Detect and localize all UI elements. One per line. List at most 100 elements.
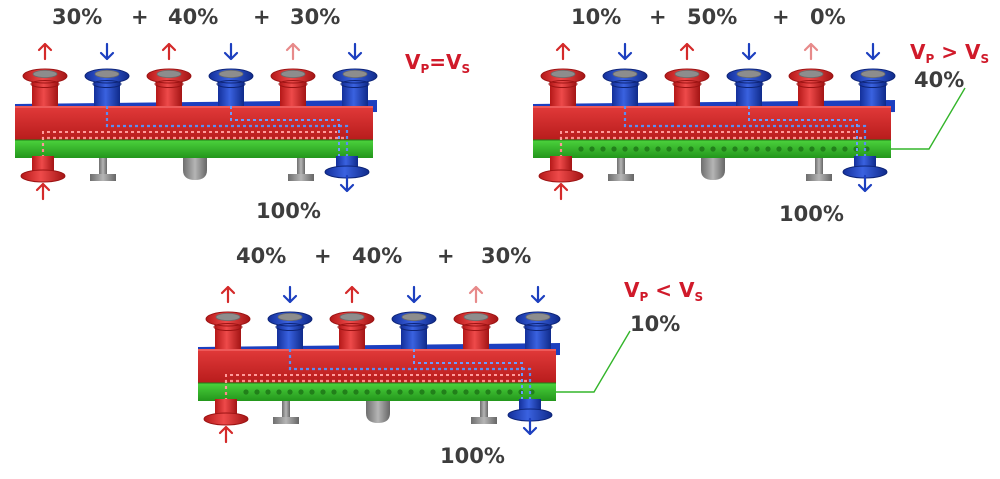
support-foot (608, 174, 634, 181)
support-foot (806, 174, 832, 181)
arrow-down-icon (530, 285, 546, 304)
bypass-flow-dot (787, 146, 793, 152)
bypass-flow-dot (243, 389, 249, 395)
flow-condition-3: VP < VS (624, 278, 704, 304)
flow-condition-2: VP > VS (910, 40, 990, 66)
support-foot (90, 174, 116, 181)
bypass-flow-dot (419, 389, 425, 395)
bypass-flow-dot (331, 389, 337, 395)
flange-gasket-2 (674, 70, 700, 78)
flange-gasket-0 (215, 313, 241, 321)
plus-sign: + (649, 5, 667, 29)
plus-sign: + (437, 244, 455, 268)
bypass-flow-dot (298, 389, 304, 395)
arrow-up-icon (468, 285, 484, 304)
secondary-flow-line (413, 349, 523, 407)
flange-gasket-4 (280, 70, 306, 78)
flange-gasket-1 (94, 70, 120, 78)
pipe-label-3-3: 30% (481, 244, 532, 268)
pipe-label-1-2: 40% (168, 5, 219, 29)
arrow-down-icon (223, 42, 239, 61)
bypass-callout-line (556, 330, 631, 393)
bypass-flow-dot (611, 146, 617, 152)
flange-gasket-1 (612, 70, 638, 78)
flow-condition-1: VP=VS (405, 50, 471, 76)
bypass-flow-dot (353, 389, 359, 395)
bypass-flow-dot (655, 146, 661, 152)
flange-gasket-5 (342, 70, 368, 78)
flange-gasket-2 (339, 313, 365, 321)
pipe-collar-0 (30, 80, 60, 88)
arrow-down-icon (857, 174, 873, 193)
bypass-flow-dot (452, 389, 458, 395)
pipe-label-1-3: 30% (290, 5, 341, 29)
pipe-collar-4 (796, 80, 826, 88)
arrow-up-icon (35, 182, 51, 201)
bypass-flow-dot (820, 146, 826, 152)
arrow-up-icon (344, 285, 360, 304)
support-leg (99, 158, 107, 176)
bypass-flow-dot (276, 389, 282, 395)
bypass-flow-dot (578, 146, 584, 152)
support-foot (288, 174, 314, 181)
pipe-collar-5 (858, 80, 888, 88)
arrow-up-icon (37, 42, 53, 61)
support-foot (471, 417, 497, 424)
drain-valve (183, 158, 207, 180)
arrow-up-icon (218, 425, 234, 444)
bypass-flow-dot (309, 389, 315, 395)
pipe-label-3-1: 40% (236, 244, 287, 268)
bypass-flow-dot (463, 389, 469, 395)
bypass-flow-dot (666, 146, 672, 152)
arrow-up-icon (679, 42, 695, 61)
bypass-callout-line (891, 87, 966, 150)
bypass-flow-dot (397, 389, 403, 395)
pipe-label-1-1: 30% (52, 5, 103, 29)
bypass-flow-dot (633, 146, 639, 152)
secondary-flow-line (623, 106, 867, 166)
separator-balanced (15, 42, 378, 201)
bypass-flow-dot (798, 146, 804, 152)
pipe-collar-2 (154, 80, 184, 88)
bypass-flow-dot (589, 146, 595, 152)
arrow-up-icon (553, 182, 569, 201)
support-leg (282, 401, 290, 419)
arrow-down-icon (282, 285, 298, 304)
arrow-down-icon (339, 174, 355, 193)
bypass-flow-dot (809, 146, 815, 152)
bypass-flow-dot (677, 146, 683, 152)
total-flow-label-1: 100% (256, 199, 321, 223)
bypass-flow-dot (710, 146, 716, 152)
plus-sign: + (253, 5, 271, 29)
flange-gasket-4 (463, 313, 489, 321)
arrow-up-icon (285, 42, 301, 61)
bypass-flow-dot (754, 146, 760, 152)
arrow-down-icon (522, 417, 538, 436)
flange-gasket-3 (736, 70, 762, 78)
flange-gasket-5 (860, 70, 886, 78)
bypass-flow-dot (474, 389, 480, 395)
drain-valve (701, 158, 725, 180)
separator-primary-less (198, 285, 631, 444)
bypass-flow-dot (765, 146, 771, 152)
bypass-flow-label-2: 40% (914, 68, 965, 92)
primary-flow-line (560, 131, 855, 146)
header-body (198, 349, 556, 383)
bypass-flow-dot (342, 389, 348, 395)
primary-flow-flange (20, 169, 66, 183)
bypass-flow-dot (375, 389, 381, 395)
bypass-flow-dot (265, 389, 271, 395)
bypass-flow-dot (430, 389, 436, 395)
secondary-flow-line (748, 106, 858, 164)
arrow-up-icon (161, 42, 177, 61)
secondary-flow-line (105, 106, 349, 166)
bypass-flow-dot (732, 146, 738, 152)
pipe-collar-5 (523, 323, 553, 331)
bypass-flow-dot (699, 146, 705, 152)
bypass-flow-dot (721, 146, 727, 152)
bypass-flow-dot (600, 146, 606, 152)
bypass-flow-dot (776, 146, 782, 152)
pipe-collar-3 (399, 323, 429, 331)
